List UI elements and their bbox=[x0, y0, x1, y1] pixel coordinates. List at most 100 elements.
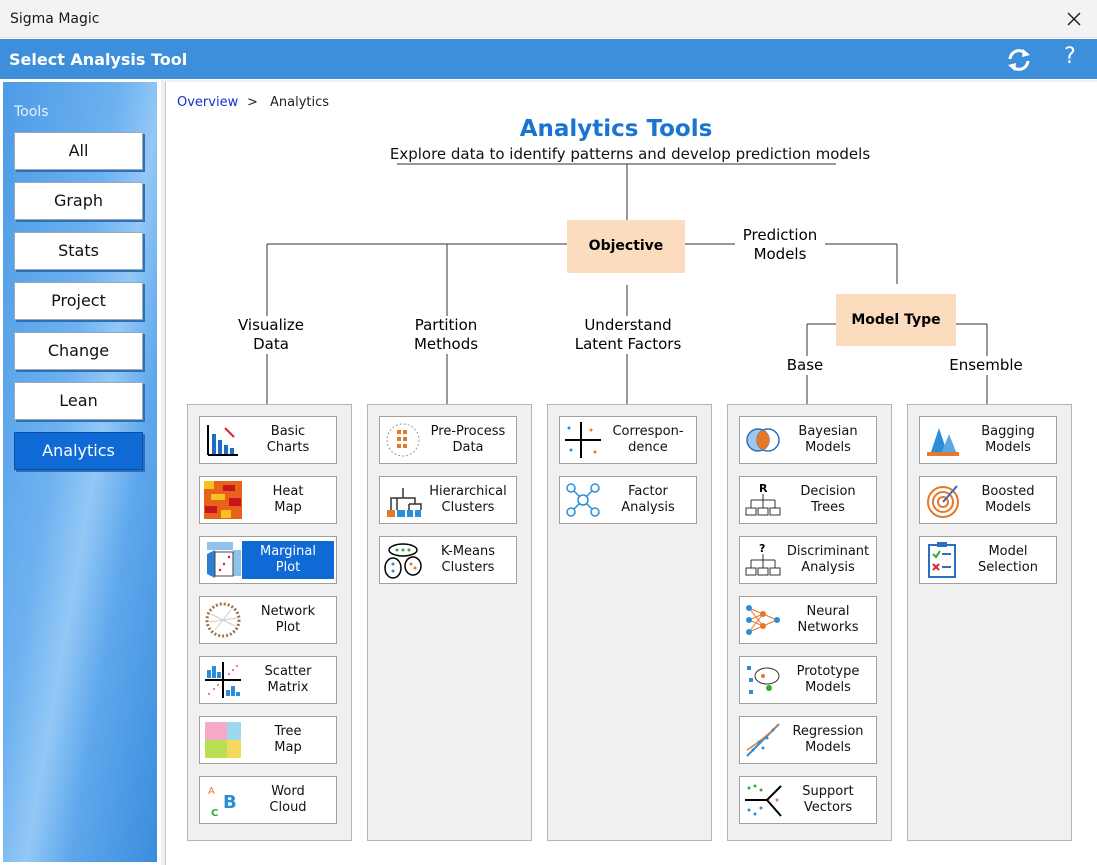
factor-network-icon bbox=[566, 483, 600, 517]
window-title: Sigma Magic bbox=[10, 11, 100, 27]
prototype-icon bbox=[747, 666, 780, 694]
pre-process-icon bbox=[386, 423, 420, 457]
tool-label: Scatter Matrix bbox=[264, 664, 312, 695]
tree-map-button[interactable]: Tree Map bbox=[199, 716, 337, 764]
word-cloud-icon: A B C bbox=[208, 786, 237, 819]
breadcrumb-separator: > bbox=[247, 95, 258, 110]
icon-letter-c: C bbox=[211, 808, 218, 819]
bagging-models-button[interactable]: Bagging Models bbox=[919, 416, 1057, 464]
support-vector-icon bbox=[745, 784, 782, 817]
sidebar-label: Tools bbox=[14, 104, 49, 120]
tree-map-icon bbox=[205, 722, 241, 758]
heat-map-icon bbox=[204, 481, 242, 519]
sidebar-item-all[interactable]: All bbox=[14, 132, 143, 170]
scatter-matrix-icon bbox=[205, 662, 241, 698]
tool-label: Regression Models bbox=[792, 724, 864, 755]
k-means-icon bbox=[384, 543, 422, 579]
tool-label: Neural Networks bbox=[797, 604, 859, 635]
page-title: Analytics Tools bbox=[519, 116, 713, 142]
model-selection-button[interactable]: Model Selection bbox=[919, 536, 1057, 584]
regression-models-button[interactable]: Regression Models bbox=[739, 716, 877, 764]
tool-label: K-Means Clusters bbox=[440, 544, 496, 575]
prediction-models-label: Prediction Models bbox=[735, 226, 825, 264]
objective-node: Objective bbox=[567, 220, 685, 273]
sidebar-item-analytics[interactable]: Analytics bbox=[14, 432, 143, 470]
refresh-icon[interactable] bbox=[1005, 46, 1033, 74]
tools-sidebar: Tools All Graph Stats Project Change Lea… bbox=[3, 82, 157, 862]
visualize-data-label: Visualize Data bbox=[226, 316, 316, 354]
neural-network-icon bbox=[746, 605, 780, 635]
tool-label: Bagging Models bbox=[981, 424, 1035, 455]
correspondence-icon bbox=[565, 422, 601, 458]
header-bar: Select Analysis Tool ? bbox=[0, 39, 1097, 79]
icon-letter-a: A bbox=[208, 786, 215, 797]
ensemble-panel bbox=[907, 404, 1072, 841]
tool-label: Bayesian Models bbox=[798, 424, 858, 455]
basic-charts-button[interactable]: Basic Charts bbox=[199, 416, 337, 464]
tool-label: Prototype Models bbox=[796, 664, 860, 695]
tool-label: Network Plot bbox=[260, 604, 316, 635]
marginal-plot-button[interactable]: Marginal Plot bbox=[199, 536, 337, 584]
scatter-matrix-button[interactable]: Scatter Matrix bbox=[199, 656, 337, 704]
hierarchical-clusters-button[interactable]: Hierarchical Clusters bbox=[379, 476, 517, 524]
latent-factors-label: Understand Latent Factors bbox=[568, 316, 688, 354]
tool-label: Pre-Process Data bbox=[430, 424, 506, 455]
header-title: Select Analysis Tool bbox=[9, 50, 188, 69]
icon-letter-b: B bbox=[223, 792, 237, 813]
network-plot-button[interactable]: Network Plot bbox=[199, 596, 337, 644]
k-means-clusters-button[interactable]: K-Means Clusters bbox=[379, 536, 517, 584]
prototype-models-button[interactable]: Prototype Models bbox=[739, 656, 877, 704]
sidebar-item-stats[interactable]: Stats bbox=[14, 232, 143, 270]
discriminant-analysis-button[interactable]: ? Discriminant Analysis bbox=[739, 536, 877, 584]
window-titlebar: Sigma Magic bbox=[0, 0, 1097, 38]
venn-icon bbox=[746, 428, 780, 452]
tool-label: Boosted Models bbox=[981, 484, 1035, 515]
tool-label: Basic Charts bbox=[266, 424, 310, 455]
neural-networks-button[interactable]: Neural Networks bbox=[739, 596, 877, 644]
page-subtitle: Explore data to identify patterns and de… bbox=[389, 145, 871, 163]
icon-question: ? bbox=[759, 542, 765, 555]
breadcrumb-current: Analytics bbox=[270, 95, 330, 110]
support-vectors-button[interactable]: Support Vectors bbox=[739, 776, 877, 824]
tool-label: Support Vectors bbox=[802, 784, 854, 815]
tool-label: Discriminant Analysis bbox=[786, 544, 870, 575]
bagging-icon bbox=[927, 428, 959, 456]
boosted-models-button[interactable]: Boosted Models bbox=[919, 476, 1057, 524]
marginal-plot-icon bbox=[207, 542, 241, 578]
help-icon[interactable]: ? bbox=[1064, 44, 1076, 69]
pre-process-data-button[interactable]: Pre-Process Data bbox=[379, 416, 517, 464]
partition-methods-label: Partition Methods bbox=[401, 316, 491, 354]
tool-label: Factor Analysis bbox=[621, 484, 675, 515]
decision-trees-button[interactable]: R Decision Trees bbox=[739, 476, 877, 524]
checklist-icon bbox=[928, 542, 956, 578]
tool-label: Model Selection bbox=[978, 544, 1038, 575]
bar-chart-icon bbox=[207, 425, 238, 456]
dendrogram-icon bbox=[387, 488, 422, 517]
factor-analysis-button[interactable]: Factor Analysis bbox=[559, 476, 697, 524]
sidebar-item-change[interactable]: Change bbox=[14, 332, 143, 370]
tool-label: Heat Map bbox=[272, 484, 304, 515]
tool-label: Correspon- dence bbox=[612, 424, 684, 455]
model-type-node: Model Type bbox=[836, 294, 956, 346]
tool-label: Word Cloud bbox=[269, 784, 307, 815]
bayesian-models-button[interactable]: Bayesian Models bbox=[739, 416, 877, 464]
ensemble-label: Ensemble bbox=[946, 356, 1026, 375]
tool-label: Marginal Plot bbox=[242, 541, 334, 579]
sidebar-item-graph[interactable]: Graph bbox=[14, 182, 143, 220]
discriminant-icon: ? bbox=[745, 542, 781, 576]
tool-label: Decision Trees bbox=[800, 484, 856, 515]
partition-panel bbox=[367, 404, 532, 841]
correspondence-button[interactable]: Correspon- dence bbox=[559, 416, 697, 464]
breadcrumb-overview-link[interactable]: Overview bbox=[177, 95, 239, 110]
tool-label: Hierarchical Clusters bbox=[429, 484, 507, 515]
latent-panel bbox=[547, 404, 712, 841]
sidebar-item-lean[interactable]: Lean bbox=[14, 382, 143, 420]
word-cloud-button[interactable]: A B C Word Cloud bbox=[199, 776, 337, 824]
decision-tree-icon: R bbox=[745, 482, 781, 516]
target-icon bbox=[927, 485, 959, 518]
network-plot-icon bbox=[205, 602, 241, 638]
tool-label: Tree Map bbox=[274, 724, 302, 755]
heat-map-button[interactable]: Heat Map bbox=[199, 476, 337, 524]
sidebar-item-project[interactable]: Project bbox=[14, 282, 143, 320]
close-icon[interactable] bbox=[1059, 4, 1089, 34]
